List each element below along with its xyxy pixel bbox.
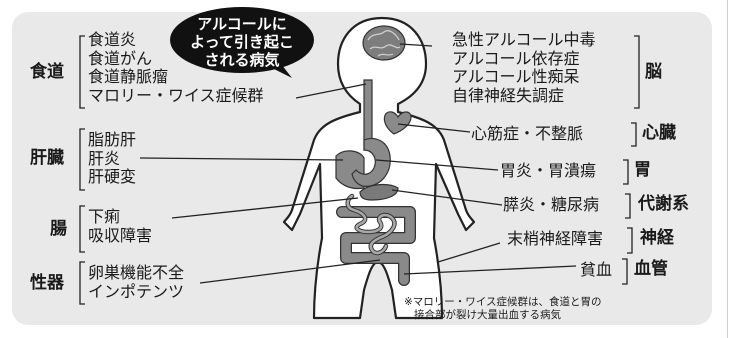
disease-item: 肝硬変	[88, 167, 137, 187]
category-brain: 脳	[645, 62, 662, 82]
category-esophagus: 食道	[30, 62, 64, 82]
footnote-line: 接合部が裂け大量出血する病気	[414, 309, 561, 321]
stomach-disease: 胃炎・胃潰瘍	[500, 161, 597, 180]
category-metabolic: 代謝系	[638, 194, 689, 214]
footnote: ※マロリー・ワイス症候群は、食道と胃の 接合部が裂け大量出血する病気	[404, 296, 601, 322]
disease-item: 卵巣機能不全	[88, 263, 185, 282]
disease-item: アルコール依存症	[452, 48, 580, 68]
disease-item: 自律神経失調症	[452, 85, 565, 105]
disease-item: 吸収障害	[88, 225, 153, 245]
footnote-line: ※マロリー・ワイス症候群は、食道と胃の	[404, 296, 602, 308]
category-blood: 血管	[634, 259, 668, 279]
leader-lines	[139, 43, 577, 284]
bubble-line: よって引き起こ	[190, 33, 294, 51]
right-brackets	[622, 35, 640, 285]
heart-organ	[383, 111, 412, 135]
bubble-line: アルコールに	[197, 15, 287, 33]
brain-disease-list: 急性アルコール中毒 アルコール依存症 アルコール性痴呆 自律神経失調症	[452, 30, 596, 105]
genital-disease-list: 卵巣機能不全 インポテンツ	[88, 263, 185, 301]
page-edge-divider	[727, 0, 728, 338]
intestine-disease-list: 下痢 吸収障害	[88, 207, 153, 245]
disease-item: 脂肪肝	[88, 130, 137, 149]
category-heart: 心臓	[642, 123, 676, 143]
liver-disease-list: 脂肪肝 肝炎 肝硬変	[88, 130, 137, 187]
title-bubble-text: アルコールに よって引き起こ される病気	[176, 15, 308, 69]
category-nerve: 神経	[640, 228, 674, 248]
stomach-organ	[351, 137, 391, 187]
disease-item: マロリー・ワイス症候群	[88, 85, 264, 105]
metabolic-disease: 膵炎・糖尿病	[503, 195, 600, 214]
disease-item: 下痢	[88, 207, 121, 226]
category-genital: 性器	[30, 273, 64, 293]
category-stomach: 胃	[634, 160, 651, 180]
blood-disease: 貧血	[580, 260, 613, 279]
category-liver: 肝臓	[30, 148, 64, 168]
category-intestine: 腸	[50, 219, 67, 239]
heart-disease: 心筋症・不整脈	[471, 124, 584, 143]
disease-item: 急性アルコール中毒	[452, 30, 596, 49]
disease-item: 食道がん	[88, 48, 153, 68]
disease-item: インポテンツ	[88, 281, 185, 301]
title-bubble	[170, 7, 314, 78]
bubble-line: される病気	[204, 51, 280, 69]
brain-organ	[362, 25, 406, 61]
disease-item: 食道炎	[88, 30, 137, 49]
esophagus-disease-list: 食道炎 食道がん 食道静脈瘤 マロリー・ワイス症候群	[88, 30, 264, 105]
disease-item: アルコール性痴呆	[452, 67, 580, 87]
pancreas-organ	[359, 183, 399, 201]
nerve-disease: 末梢神経障害	[507, 229, 604, 248]
disease-item: 肝炎	[88, 148, 121, 168]
intestines-organ	[336, 193, 416, 286]
disease-item: 食道静脈瘤	[88, 67, 169, 87]
left-brackets	[79, 35, 85, 305]
